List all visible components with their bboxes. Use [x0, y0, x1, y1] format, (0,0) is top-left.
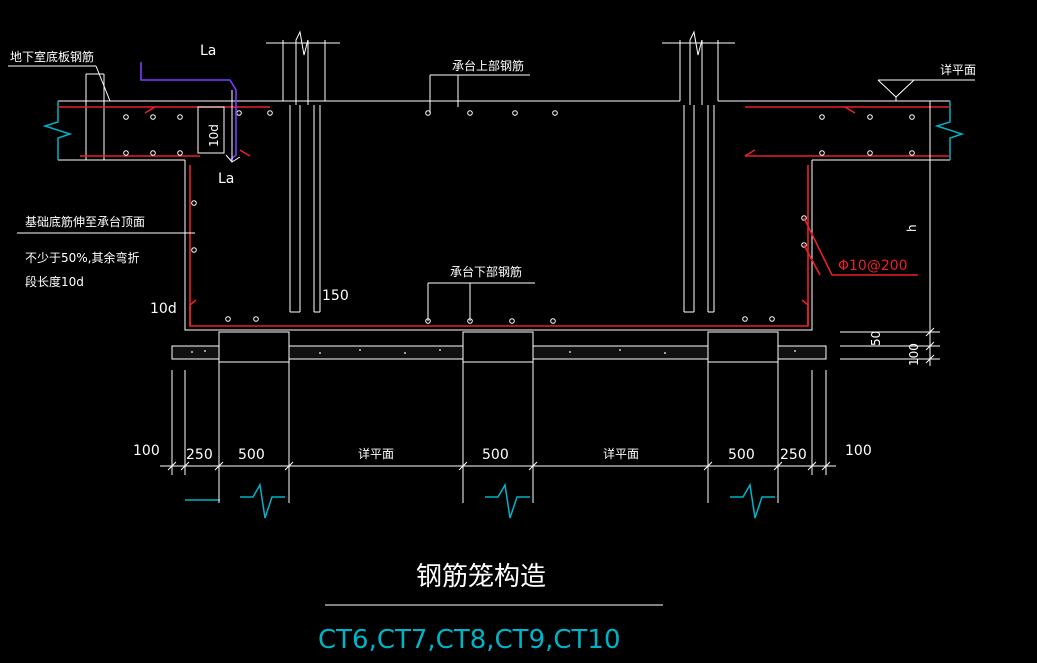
pile-cap-outline	[184, 40, 813, 331]
dim-see-plan-2: 详平面	[603, 446, 639, 461]
label-note-line2: 不少于50%,其余弯折	[25, 250, 140, 265]
label-stirrup: Φ10@200	[838, 258, 908, 274]
label-dim-50: 50	[869, 331, 883, 346]
rebar-hooks	[144, 106, 856, 157]
break-lines	[42, 101, 965, 519]
dim-left-100: 100	[133, 443, 160, 459]
label-cap-bottom-rebar: 承台下部钢筋	[450, 264, 522, 279]
dim-see-plan-1: 详平面	[358, 446, 394, 461]
label-h: h	[905, 224, 919, 232]
label-dim-150: 150	[322, 288, 349, 304]
basement-slab-outline	[58, 73, 950, 161]
label-note-line3: 段长度10d	[25, 274, 84, 289]
label-ten-d-vertical: 10d	[207, 124, 221, 147]
dim-500-2: 500	[482, 447, 509, 463]
drawing-title: 钢筋笼构造	[416, 562, 546, 592]
column-break-marks	[295, 30, 703, 105]
dim-250-left: 250	[186, 447, 213, 463]
dim-250-right: 250	[780, 447, 807, 463]
column-verticals	[289, 105, 715, 313]
label-dim-100-right: 100	[907, 343, 921, 366]
leader-lines	[8, 65, 975, 321]
label-la-bottom: La	[218, 171, 234, 187]
cushion-layer	[171, 331, 827, 363]
right-vertical-dimensions	[840, 101, 940, 366]
drawing-subtitle: CT6,CT7,CT8,CT9,CT10	[318, 625, 621, 655]
ten-d-box	[197, 106, 225, 154]
label-see-plan-top: 详平面	[940, 62, 976, 77]
bottom-dimension-line	[160, 461, 836, 471]
dim-500-1: 500	[238, 447, 265, 463]
label-note-line1: 基础底筋伸至承台顶面	[25, 214, 145, 229]
label-basement-slab-rebar: 地下室底板钢筋	[10, 49, 94, 64]
label-ten-d-left: 10d	[150, 301, 177, 317]
rebar-lines	[58, 106, 950, 327]
label-cap-top-rebar: 承台上部钢筋	[452, 58, 524, 73]
rebar-dots	[123, 110, 915, 324]
piles	[171, 362, 827, 503]
dim-500-3: 500	[728, 447, 755, 463]
la-anchor	[140, 62, 241, 163]
label-la-top: La	[200, 43, 216, 59]
dim-right-100: 100	[845, 443, 872, 459]
